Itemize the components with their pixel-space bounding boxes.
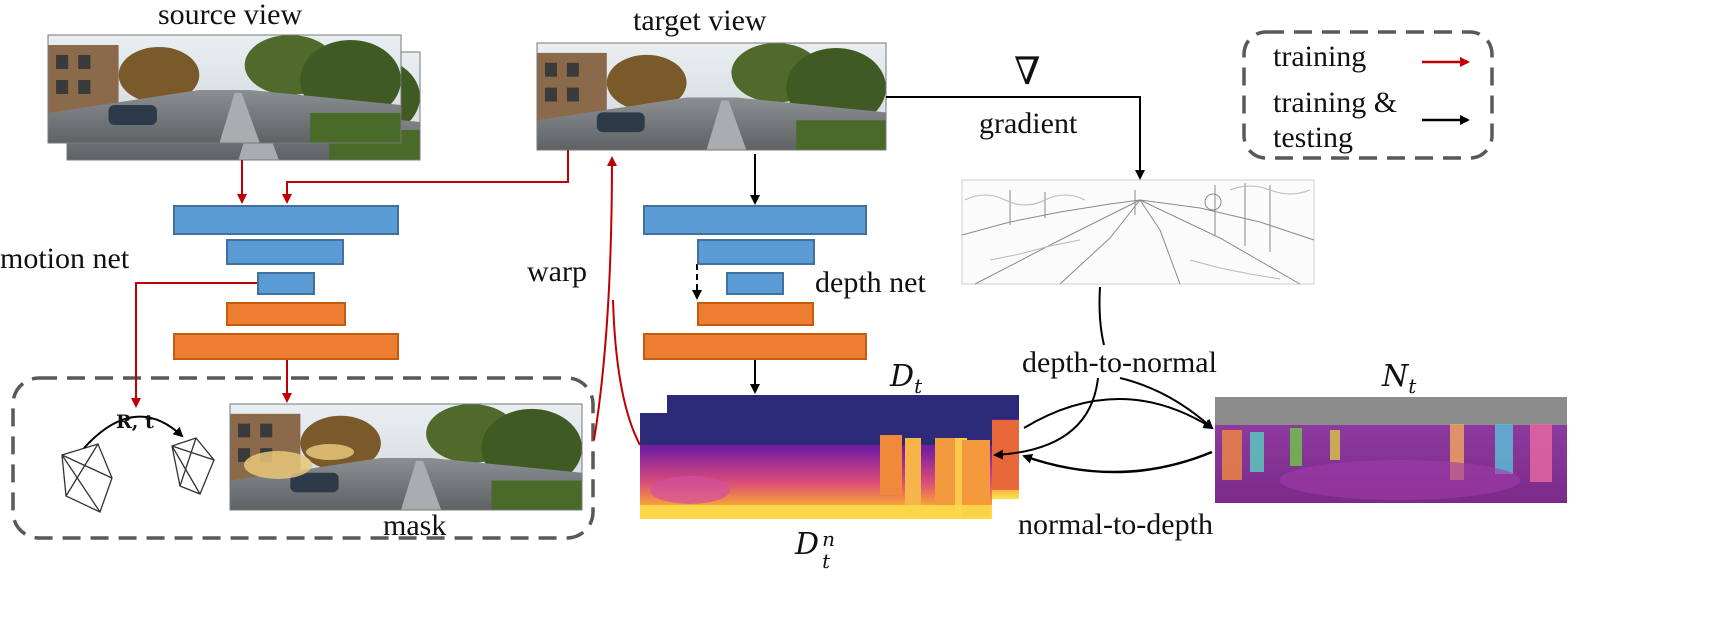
motion-net-decoder-2 (173, 333, 399, 360)
warp-label: warp (527, 255, 587, 288)
d2n-to-dt-arrow (993, 377, 1099, 460)
motion-net-bottleneck (257, 272, 315, 295)
gradient-edge-image (961, 179, 1315, 285)
legend-training-testing-label-2: testing (1273, 121, 1353, 154)
warp-arrow-from-mask (593, 156, 617, 441)
depth-net-decoder-2 (643, 333, 867, 360)
normal-to-depth-arrow (1022, 450, 1213, 474)
motion-net-encoder-1 (173, 205, 399, 235)
wireframe-camera-icon (61, 443, 113, 513)
legend-training-label: training (1273, 40, 1367, 73)
target-view-label: target view (633, 4, 767, 37)
motion-net-encoder-2 (226, 239, 344, 265)
depth-to-normal-label: depth-to-normal (1022, 346, 1217, 379)
depth-net-encoder-2 (697, 239, 815, 265)
nt-label: Nt (1382, 359, 1417, 399)
depth-net-encoder-1 (643, 205, 867, 235)
gradient-label: gradient (979, 107, 1078, 140)
warp-arrow-from-depth (612, 299, 641, 446)
gradient-to-d2n-line (1098, 286, 1105, 346)
target-view-image (536, 42, 887, 151)
mask-image (229, 403, 583, 511)
normal-to-depth-label: normal-to-depth (1018, 508, 1213, 541)
motion-net-label: motion net (0, 242, 130, 275)
dt-label: Dt (890, 359, 923, 399)
legend-box (1242, 30, 1494, 160)
normal-map-nt (1215, 397, 1567, 503)
target-to-gradient-arrow (886, 96, 1145, 180)
mask-label: mask (383, 509, 447, 542)
d2n-to-normal-arrow-2 (1023, 398, 1214, 430)
rotation-arc-arrow (83, 415, 184, 449)
depth-net-bottleneck (726, 272, 784, 295)
motion-to-pose-arrow (131, 282, 257, 408)
target-to-motion-arrow (282, 150, 569, 204)
legend-training-testing-label-1: training & (1273, 86, 1398, 119)
depth-net-decoder-1 (697, 302, 814, 326)
rt-label: R, t (116, 411, 154, 433)
depth-net-label: depth net (815, 266, 926, 299)
source-view-label: source view (158, 0, 303, 31)
depth-map-dt (640, 413, 992, 519)
gradient-symbol: ∇ (1014, 51, 1041, 93)
source-view-image-front (47, 34, 402, 144)
motion-net-decoder-1 (226, 302, 346, 326)
mask-group-box (11, 376, 595, 540)
wireframe-camera-icon (171, 437, 215, 495)
